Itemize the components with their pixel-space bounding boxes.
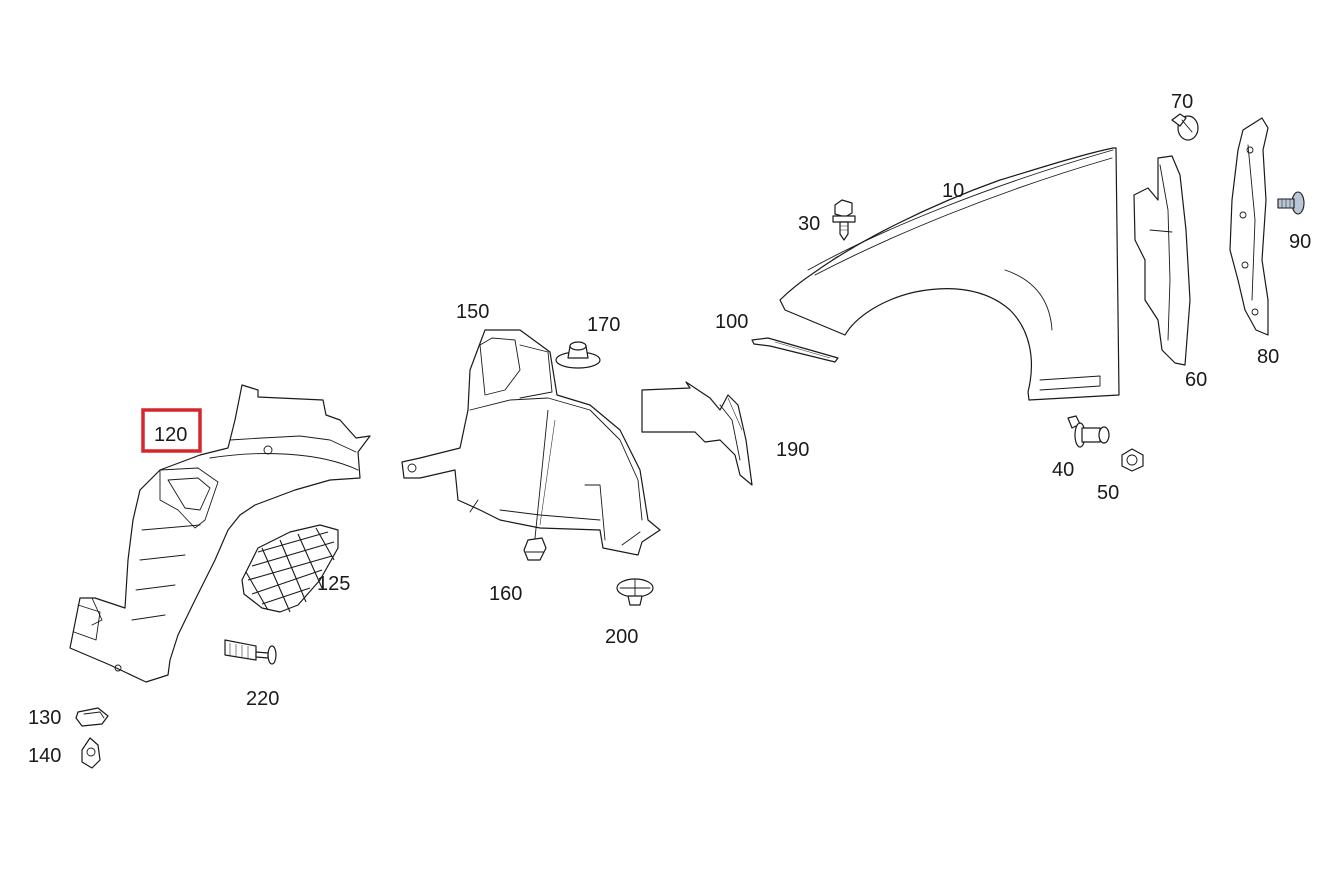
clip-part-160[interactable] [523, 409, 549, 561]
part-number-80[interactable]: 80 [1257, 346, 1279, 368]
bolt-part-30[interactable] [832, 199, 856, 241]
part-number-100[interactable]: 100 [715, 311, 748, 333]
grille-part-125[interactable] [241, 524, 339, 613]
clip-part-70[interactable] [1171, 113, 1199, 141]
part-number-30[interactable]: 30 [798, 213, 820, 235]
part-number-40[interactable]: 40 [1052, 459, 1074, 481]
shield-part-190[interactable] [641, 381, 753, 486]
part-number-10[interactable]: 10 [942, 180, 964, 202]
part-number-130[interactable]: 130 [28, 707, 61, 729]
highlight-box-120 [141, 408, 202, 453]
part-number-170[interactable]: 170 [587, 314, 620, 336]
part-number-labels: 10 30 40 50 60 70 80 90 100 120 125 130 … [28, 91, 1311, 767]
part-number-190[interactable]: 190 [776, 439, 809, 461]
liner-part-150[interactable] [401, 329, 661, 556]
screw-part-90[interactable] [1277, 191, 1305, 215]
part-number-50[interactable]: 50 [1097, 482, 1119, 504]
clip-part-140[interactable] [81, 737, 101, 769]
strip-part-100[interactable] [751, 337, 839, 363]
fender-part-10[interactable] [779, 147, 1120, 401]
part-number-125[interactable]: 125 [317, 573, 350, 595]
part-number-220[interactable]: 220 [246, 688, 279, 710]
part-number-160[interactable]: 160 [489, 583, 522, 605]
panel-part-60[interactable] [1133, 155, 1191, 366]
bolt-part-40[interactable] [1067, 415, 1110, 448]
part-number-140[interactable]: 140 [28, 745, 61, 767]
part-number-200[interactable]: 200 [605, 626, 638, 648]
part-number-60[interactable]: 60 [1185, 369, 1207, 391]
clip-part-130[interactable] [75, 707, 109, 727]
part-number-120[interactable]: 120 [154, 424, 187, 446]
part-number-150[interactable]: 150 [456, 301, 489, 323]
pushclip-part-200[interactable] [616, 578, 654, 606]
fastener-part-170[interactable] [555, 341, 601, 369]
part-number-70[interactable]: 70 [1171, 91, 1193, 113]
rivet-part-220[interactable] [224, 639, 277, 665]
liner-part-120[interactable] [69, 384, 371, 683]
nut-part-50[interactable] [1121, 448, 1144, 472]
part-number-90[interactable]: 90 [1289, 231, 1311, 253]
bracket-part-80[interactable] [1229, 117, 1269, 336]
